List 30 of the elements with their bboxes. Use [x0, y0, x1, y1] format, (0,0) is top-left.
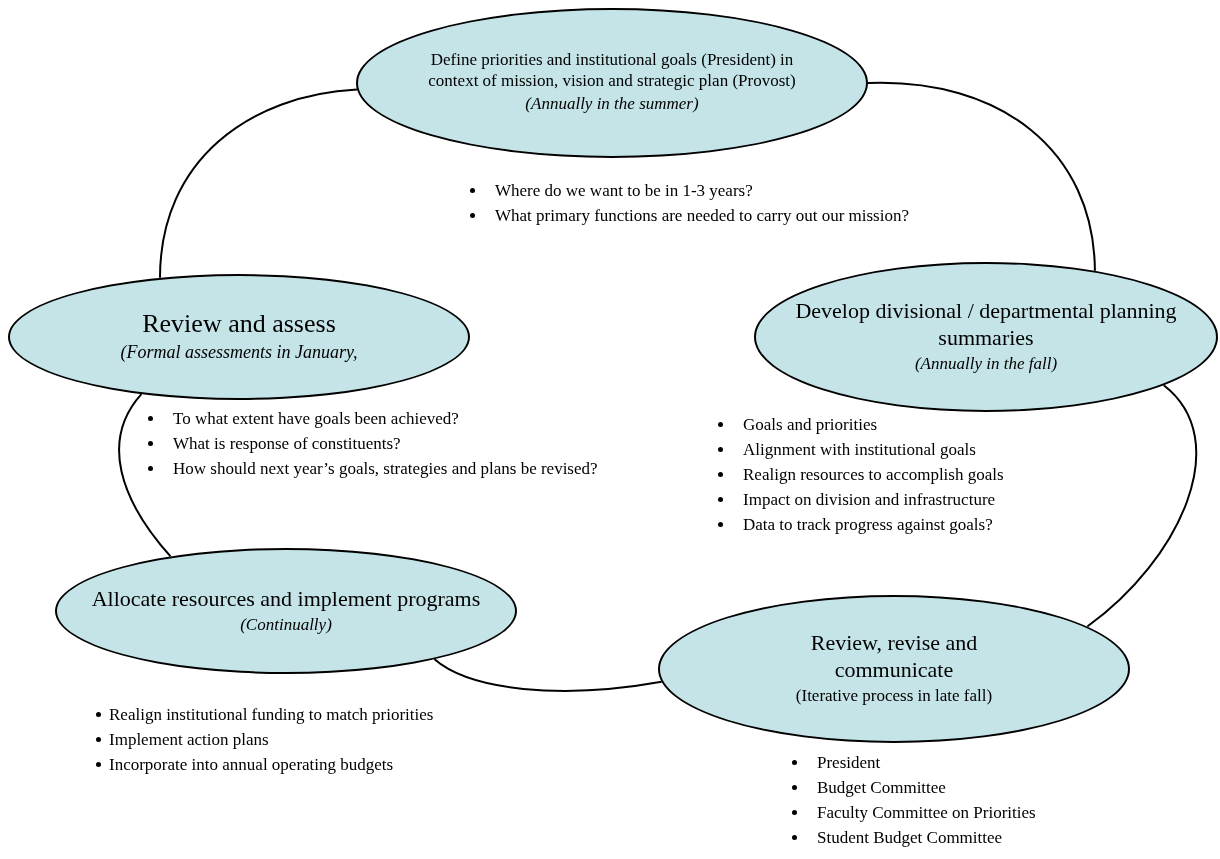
step-title: Define priorities and institutional goals (President) in context of mission, vision and strategic plan (Provost) [427, 49, 797, 92]
bullet-text: Where do we want to be in 1-3 years? [495, 180, 753, 201]
connector-curve [867, 82, 1096, 272]
bullet-text: How should next year’s goals, strategies and plans be revised? [173, 458, 598, 479]
bullet-text: Faculty Committee on Priorities [817, 802, 1036, 823]
bullet-text: Alignment with institutional goals [743, 439, 976, 460]
bullet-text: Implement action plans [109, 729, 269, 750]
step-timing: (Annually in the fall) [914, 353, 1058, 376]
step-timing: (Annually in the summer) [525, 93, 699, 116]
connector-curve [1086, 384, 1198, 628]
bullet-text: Realign resources to accomplish goals [743, 464, 1004, 485]
step-timing: (Iterative process in late fall) [795, 685, 993, 708]
bullet-text: Incorporate into annual operating budgets [109, 754, 394, 775]
bullet-text: President [817, 752, 881, 773]
bullet-text: To what extent have goals been achieved? [173, 408, 459, 429]
connector-curve [118, 393, 172, 558]
bullet-text: Goals and priorities [743, 414, 878, 435]
bullet-text: Student Budget Committee [817, 827, 1003, 848]
step-title: Allocate resources and implement programs [91, 584, 481, 612]
bullet-text: What is response of constituents? [173, 433, 401, 454]
bullet-text: Budget Committee [817, 777, 946, 798]
step-title: Develop divisional / departmental planning summaries [794, 297, 1178, 352]
step-title: Review and assess [142, 308, 336, 339]
bullet-text: Data to track progress against goals? [743, 514, 993, 535]
step-timing: (Continually) [240, 613, 332, 636]
bullet-text: Realign institutional funding to match priorities [109, 704, 434, 725]
bullet-text: Impact on division and infrastructure [743, 489, 996, 510]
step-timing: (Formal assessments in January, [120, 340, 358, 364]
bullet-text: What primary functions are needed to carry out our mission? [495, 205, 909, 226]
step-title: Review, revise and communicate [809, 629, 979, 684]
